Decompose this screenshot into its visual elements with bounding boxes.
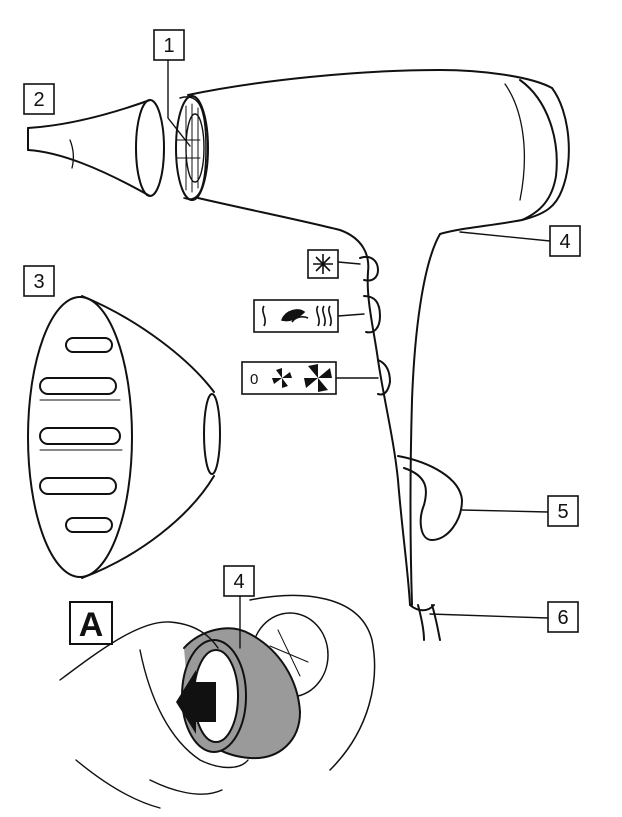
callout-4: 4: [549, 225, 581, 257]
filter-removal-illustration: [59, 594, 376, 809]
callout-3: 3: [23, 265, 55, 297]
fan-speed-icon: [272, 364, 332, 392]
svg-text:5: 5: [557, 501, 568, 523]
speed-button[interactable]: [377, 359, 391, 396]
speed-setting-label: 0: [241, 361, 337, 395]
pull-arrow-icon: [176, 670, 216, 734]
callout-6: 6: [547, 601, 579, 633]
cold-shot-button[interactable]: [359, 256, 379, 282]
svg-text:3: 3: [33, 271, 44, 293]
concentrator-nozzle: [27, 99, 165, 197]
snowflake-icon: [313, 254, 333, 274]
callout-4-inset: 4: [223, 565, 255, 597]
svg-text:0: 0: [250, 371, 258, 388]
callout-1: 1: [153, 29, 185, 61]
hair-dryer: [175, 69, 570, 612]
cold-shot-label: [307, 249, 339, 279]
callout-2: 2: [23, 83, 55, 115]
svg-text:1: 1: [163, 35, 174, 57]
svg-text:4: 4: [233, 571, 244, 593]
heat-setting-label: [253, 299, 339, 333]
svg-text:6: 6: [557, 607, 568, 629]
svg-text:4: 4: [559, 231, 570, 253]
heat-button[interactable]: [363, 295, 381, 334]
svg-text:2: 2: [33, 89, 44, 111]
heat-settings-icon: [262, 305, 332, 327]
power-cord: [417, 604, 441, 641]
figure-label-a: A: [69, 601, 113, 645]
hanging-loop: [397, 455, 463, 541]
callout-5: 5: [547, 495, 579, 527]
svg-text:A: A: [79, 606, 104, 644]
diffuser: [27, 295, 221, 579]
